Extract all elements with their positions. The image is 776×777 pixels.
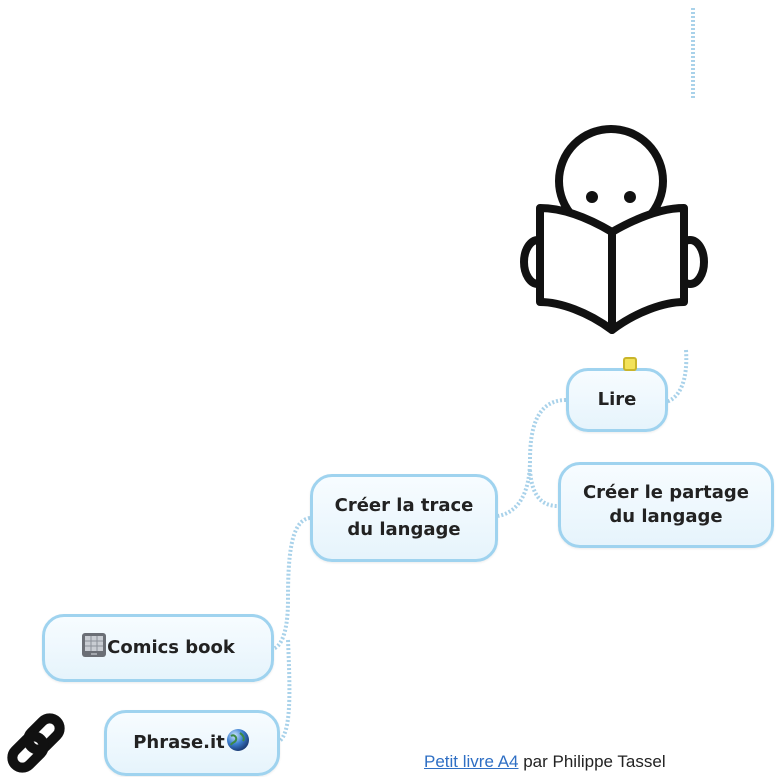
- node-lire-label: Lire: [598, 388, 637, 412]
- node-comics-book[interactable]: Comics book: [42, 614, 274, 682]
- connector-trace-comics: [272, 518, 310, 649]
- reading-person-eye-left: [586, 191, 598, 203]
- node-phrase-it-label: Phrase.it: [133, 731, 225, 755]
- tablet-icon: [81, 632, 107, 665]
- attribution: Petit livre A4 par Philippe Tassel: [424, 752, 666, 772]
- connector-comics-phrase: [278, 640, 289, 742]
- node-creer-partage-label: Créer le partage du langage: [583, 481, 749, 529]
- connector-trace-partage: [530, 470, 558, 506]
- node-creer-partage[interactable]: Créer le partage du langage: [558, 462, 774, 548]
- node-creer-trace-label: Créer la trace du langage: [335, 494, 474, 542]
- node-lire[interactable]: Lire: [566, 368, 668, 432]
- attribution-link[interactable]: Petit livre A4: [424, 752, 519, 771]
- connector-lire-trace: [498, 400, 566, 516]
- reading-person-eye-right: [624, 191, 636, 203]
- attribution-suffix: par Philippe Tassel: [519, 752, 666, 771]
- node-phrase-it[interactable]: Phrase.it: [104, 710, 280, 776]
- node-comics-book-label: Comics book: [107, 636, 235, 660]
- reading-person-icon: [524, 129, 704, 330]
- globe-icon[interactable]: [225, 727, 251, 760]
- note-marker-icon[interactable]: [623, 357, 637, 371]
- node-creer-trace[interactable]: Créer la trace du langage: [310, 474, 498, 562]
- chain-link-icon[interactable]: [8, 714, 64, 772]
- connector-reader-lire: [666, 350, 686, 402]
